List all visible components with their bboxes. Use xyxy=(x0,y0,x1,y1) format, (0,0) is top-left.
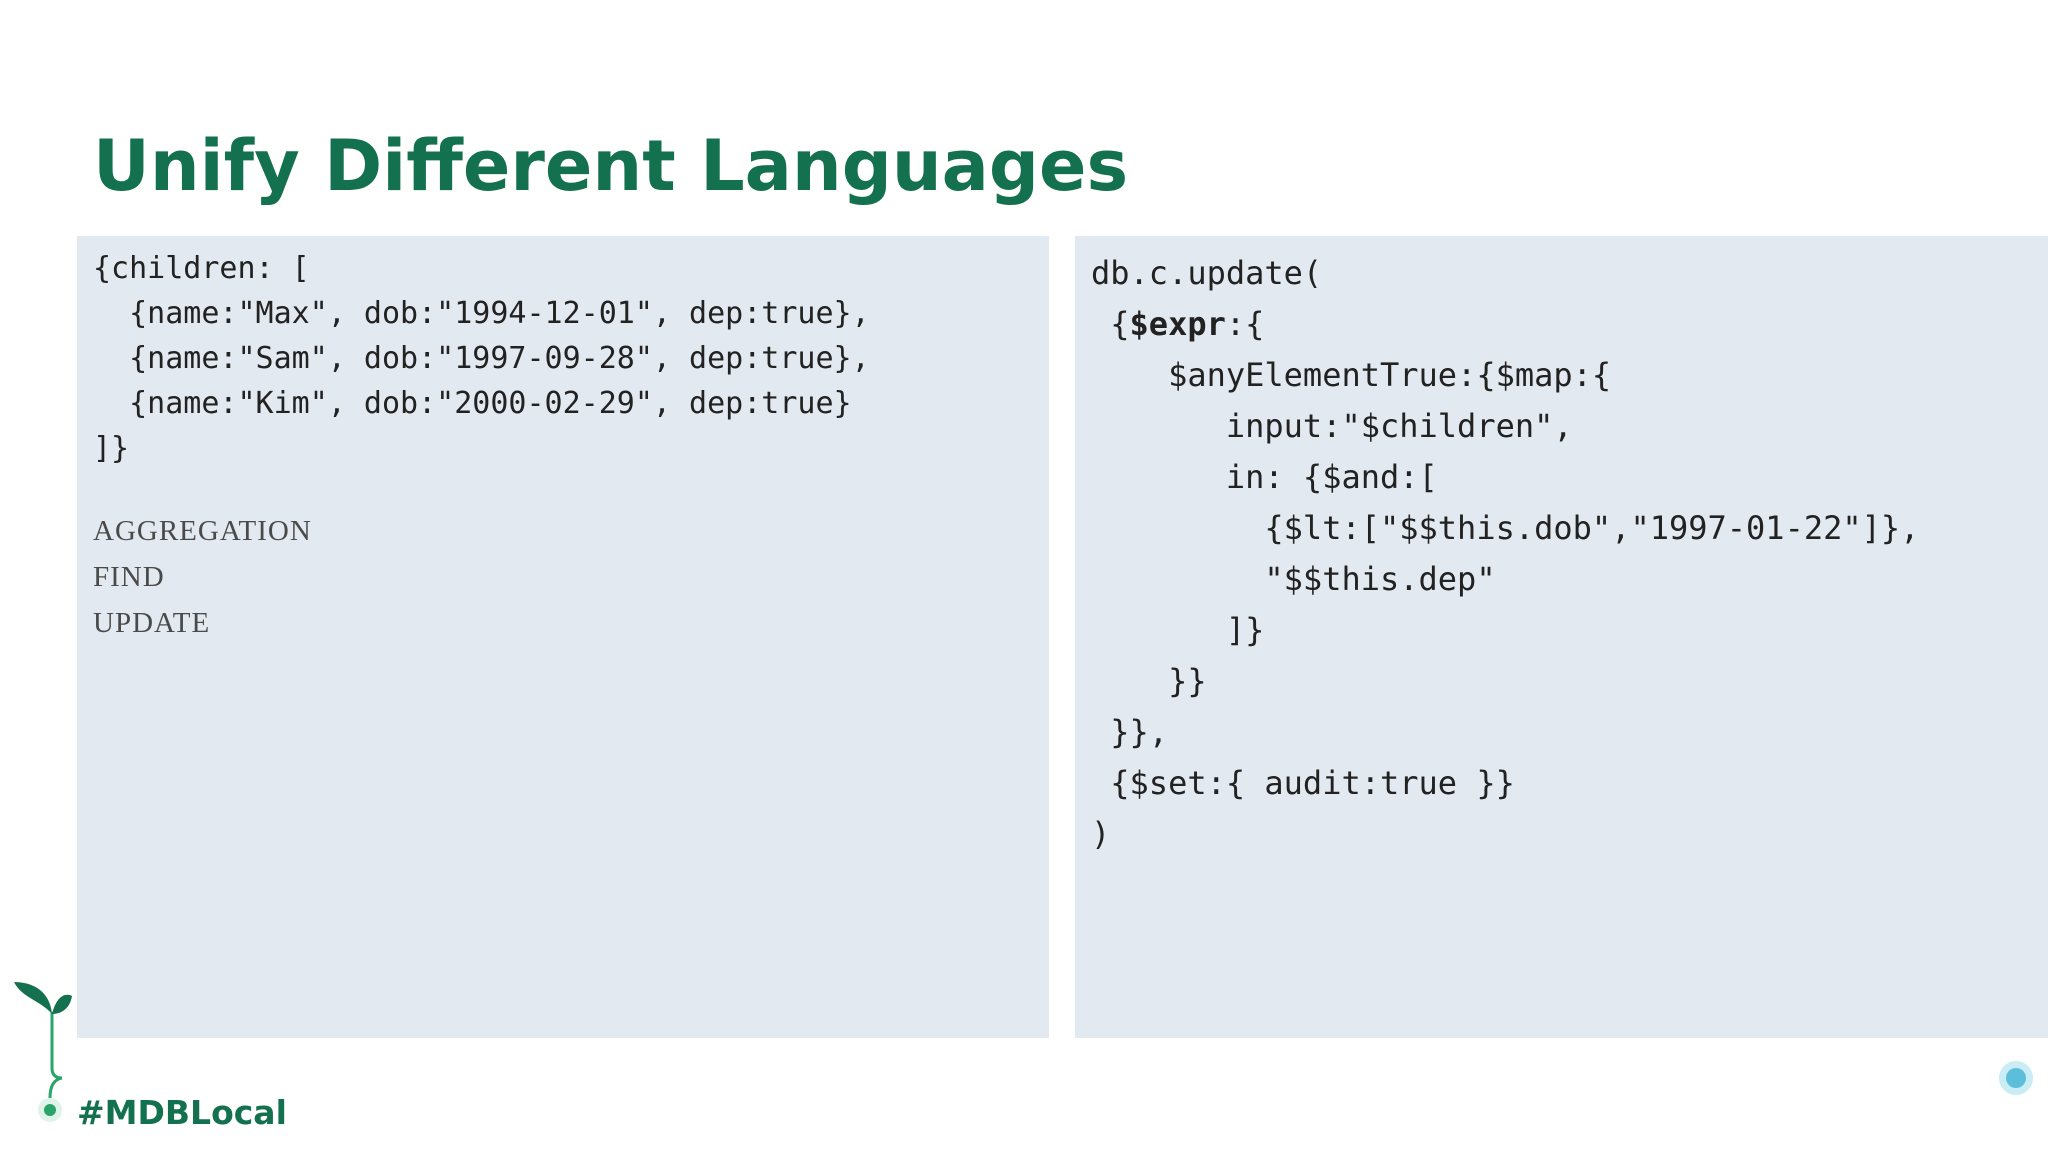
timeline-start-dot-icon xyxy=(38,1098,62,1122)
sprout-icon xyxy=(14,982,72,1014)
code-expr-prefix: { xyxy=(1091,305,1130,343)
update-query-panel: db.c.update( {$expr:{ $anyElementTrue:{$… xyxy=(1075,236,2048,1038)
timeline-branch xyxy=(48,1076,63,1099)
document-structure-panel: {children: [ {name:"Max", dob:"1994-12-0… xyxy=(77,236,1049,1038)
operation-list: AGGREGATION FIND UPDATE xyxy=(93,508,312,646)
operation-find: FIND xyxy=(93,561,165,593)
operation-update: UPDATE xyxy=(93,607,211,639)
document-code: {children: [ {name:"Max", dob:"1994-12-0… xyxy=(93,251,870,466)
update-query-code: db.c.update( {$expr:{ $anyElementTrue:{$… xyxy=(1091,248,1919,860)
code-query-body: $anyElementTrue:{$map:{ input:"$children… xyxy=(1091,356,1920,853)
code-expr-keyword: $expr xyxy=(1129,305,1226,343)
event-hashtag: #MDBLocal xyxy=(77,1093,287,1132)
code-expr-suffix: :{ xyxy=(1225,305,1265,343)
timeline-stem xyxy=(50,1012,63,1080)
code-line-update-call: db.c.update( xyxy=(1091,254,1323,292)
operation-aggregation: AGGREGATION xyxy=(93,515,312,547)
slide-title: Unify Different Languages xyxy=(93,125,1129,207)
timeline-end-dot-icon xyxy=(1999,1061,2033,1095)
